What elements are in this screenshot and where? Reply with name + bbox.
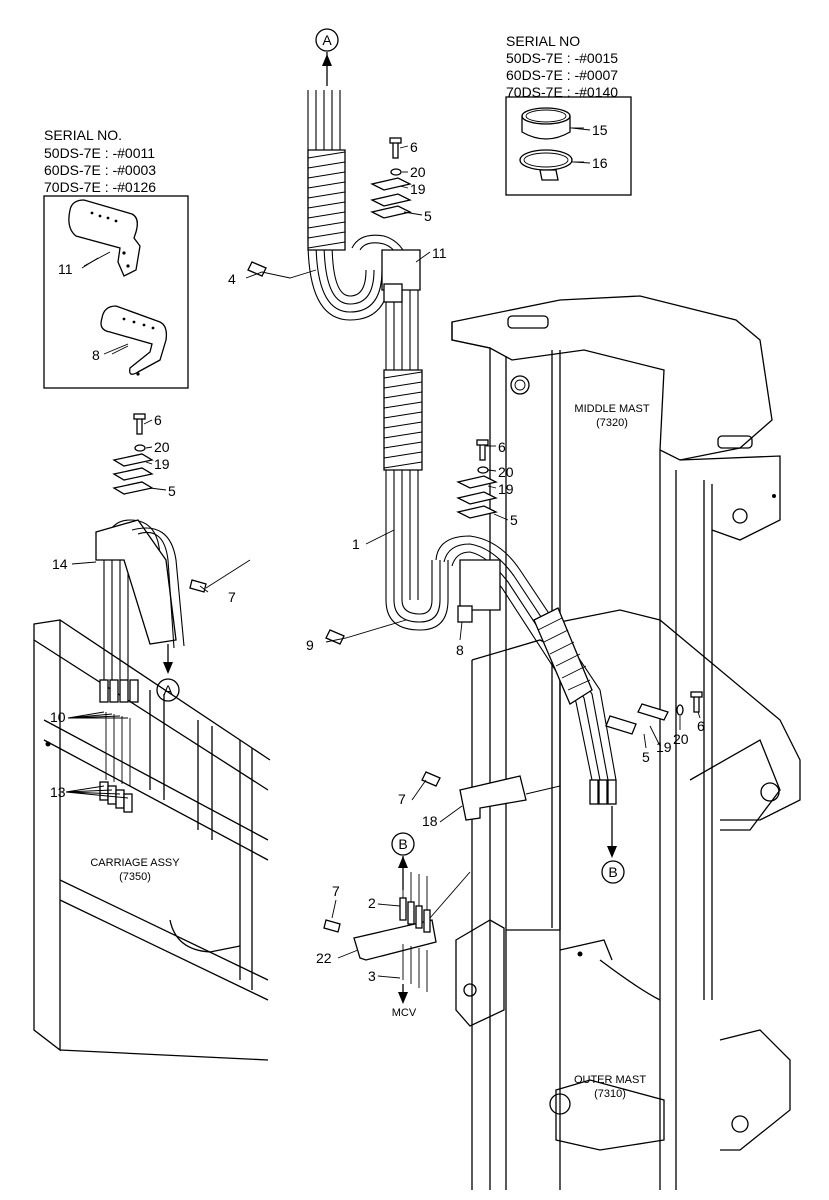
carriage-name: CARRIAGE ASSY	[90, 857, 180, 869]
part-19-top: 19	[410, 181, 426, 197]
serial-left-title: SERIAL NO.	[44, 127, 122, 143]
part-22: 22	[316, 950, 332, 966]
upper-hose-bundle	[307, 90, 617, 805]
carriage-hose-bundle	[95, 519, 185, 813]
part-5-left: 5	[168, 483, 176, 499]
outer-mast	[455, 609, 801, 1190]
part-20-left: 20	[154, 439, 170, 455]
part-8-detail: 8	[92, 347, 100, 363]
serial-left-line-2: 60DS-7E : -#0003	[44, 162, 156, 178]
outer-mast-name: OUTER MAST	[574, 1074, 646, 1086]
part-6-mid: 6	[498, 439, 506, 455]
clamp-stack-top	[370, 137, 412, 219]
part-11-top: 11	[432, 245, 447, 261]
clamp-11-detail	[68, 199, 141, 277]
part-13: 13	[50, 784, 66, 800]
part-20-top: 20	[410, 164, 426, 180]
part-6-left: 6	[154, 412, 162, 428]
part-6-right: 6	[697, 718, 705, 734]
middle-mast-name: MIDDLE MAST	[574, 403, 649, 415]
part-20-right: 20	[673, 731, 689, 747]
part-20-mid: 20	[498, 464, 514, 480]
clamp-stack-mid	[456, 439, 498, 519]
serial-right-detail-box	[505, 96, 632, 196]
serial-right-title: SERIAL NO	[506, 33, 580, 49]
part-5-right: 5	[642, 749, 650, 765]
part-10: 10	[50, 709, 66, 725]
carriage-assy	[33, 619, 271, 1061]
part-5-top: 5	[424, 208, 432, 224]
part-11-detail: 11	[58, 261, 73, 277]
ref-b-mcv: B	[391, 832, 415, 890]
band-15-detail	[521, 107, 584, 140]
part-4: 4	[228, 271, 236, 287]
serial-right-line-1: 50DS-7E : -#0015	[506, 50, 618, 66]
ref-a-carriage-label: A	[163, 682, 173, 698]
serial-right-line-3: 70DS-7E : -#0140	[506, 84, 618, 100]
mcv-label: MCV	[392, 1007, 417, 1019]
part-8-main: 8	[456, 642, 464, 658]
part-7-left: 7	[228, 589, 236, 605]
clamp-stack-left	[112, 413, 154, 495]
bracket-22-with-fittings	[353, 870, 471, 992]
bracket-18	[459, 775, 561, 821]
part-6-top: 6	[410, 139, 418, 155]
part-3: 3	[368, 968, 376, 984]
part-18: 18	[422, 813, 438, 829]
part-7-mid: 7	[398, 791, 406, 807]
part-15: 15	[592, 122, 608, 138]
middle-mast-code: (7320)	[596, 417, 628, 429]
ref-b-mcv-label: B	[398, 836, 407, 852]
part-7-bottom: 7	[332, 883, 340, 899]
part-19-left: 19	[154, 456, 170, 472]
mcv-arrow: MCV	[392, 984, 417, 1019]
part-2: 2	[368, 895, 376, 911]
ref-b-mast-label: B	[608, 864, 617, 880]
serial-left-detail-box	[43, 195, 189, 389]
serial-right-line-2: 60DS-7E : -#0007	[506, 67, 618, 83]
ref-a-top-label: A	[322, 32, 332, 48]
part-9: 9	[306, 637, 314, 653]
clamp-stack-right	[605, 691, 703, 735]
serial-note-left: SERIAL NO. 50DS-7E : -#0011 60DS-7E : -#…	[44, 127, 156, 195]
ref-a-top: A	[315, 28, 339, 86]
ref-a-carriage: A	[156, 644, 180, 702]
clamp-8-detail	[100, 305, 168, 376]
part-numbers: 15 16 11 8 6 20 19 5 11 4 6 20 19 5 14 7…	[50, 122, 705, 984]
middle-mast	[451, 295, 781, 1190]
part-19-mid: 19	[498, 481, 514, 497]
part-16: 16	[592, 155, 608, 171]
serial-left-line-1: 50DS-7E : -#0011	[44, 145, 155, 161]
part-5-mid: 5	[510, 512, 518, 528]
ref-b-mast: B	[601, 806, 625, 884]
part-1: 1	[352, 536, 360, 552]
bolts	[189, 261, 441, 933]
serial-note-right: SERIAL NO 50DS-7E : -#0015 60DS-7E : -#0…	[506, 33, 618, 100]
outer-mast-code: (7310)	[594, 1088, 626, 1100]
carriage-code: (7350)	[119, 871, 151, 883]
serial-left-line-3: 70DS-7E : -#0126	[44, 179, 156, 195]
part-19-right: 19	[656, 739, 672, 755]
clamp-16-detail	[519, 149, 584, 181]
leader-lines	[65, 127, 701, 979]
part-14: 14	[52, 556, 68, 572]
